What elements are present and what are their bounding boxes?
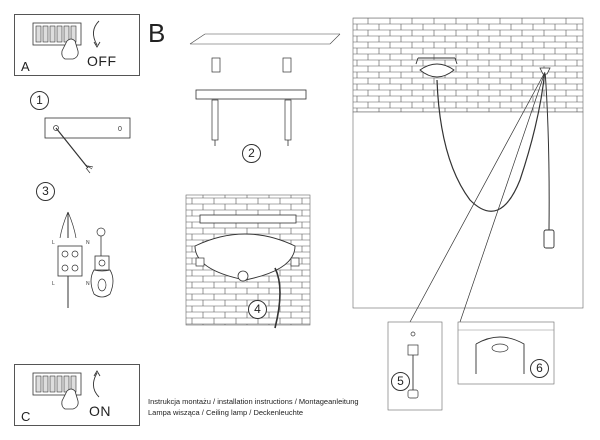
svg-text:0: 0 bbox=[118, 126, 122, 133]
section-label-a: A bbox=[21, 59, 30, 74]
section-label-c: C bbox=[21, 409, 31, 424]
step6-drawing bbox=[458, 329, 554, 374]
step3-drawing bbox=[57, 211, 114, 308]
step-number-5: 5 bbox=[391, 372, 410, 391]
terminal-mark-l-bottom: L bbox=[52, 281, 55, 287]
caption-product: Lampa wisząca / Ceiling lamp / Deckenleu… bbox=[148, 408, 304, 417]
step4-drawing bbox=[194, 214, 300, 329]
arrow-up-icon bbox=[93, 372, 100, 398]
breaker-box-off-illustration bbox=[32, 20, 101, 60]
step-number-6: 6 bbox=[530, 359, 549, 378]
breaker-box-on-illustration bbox=[32, 370, 101, 410]
main-wall bbox=[352, 17, 584, 113]
switch-on-label: ON bbox=[89, 403, 111, 419]
switch-off-label: OFF bbox=[87, 53, 117, 69]
panel-c-switch-on: C ON bbox=[14, 364, 140, 426]
step-number-3: 3 bbox=[36, 182, 55, 201]
step2-drawing bbox=[189, 33, 341, 146]
main-lamp-drawing bbox=[415, 57, 555, 249]
step-number-2: 2 bbox=[242, 144, 261, 163]
step1-drawing: 0 bbox=[44, 117, 131, 174]
step5-drawing bbox=[407, 331, 419, 399]
section-label-b: B bbox=[148, 18, 166, 48]
hand-icon bbox=[61, 388, 79, 410]
main-room bbox=[352, 111, 584, 309]
caption-instructions: Instrukcja montażu / installation instru… bbox=[148, 397, 359, 406]
terminal-mark-n-top: N bbox=[86, 240, 90, 246]
terminal-mark-l-top: L bbox=[52, 240, 55, 246]
step-number-4: 4 bbox=[248, 300, 267, 319]
step-number-1: 1 bbox=[30, 91, 49, 110]
panel-a-switch-off: A OFF bbox=[14, 14, 140, 76]
hand-icon bbox=[61, 38, 79, 60]
terminal-mark-n-bottom: N bbox=[86, 281, 90, 287]
arrow-down-icon bbox=[93, 20, 100, 46]
